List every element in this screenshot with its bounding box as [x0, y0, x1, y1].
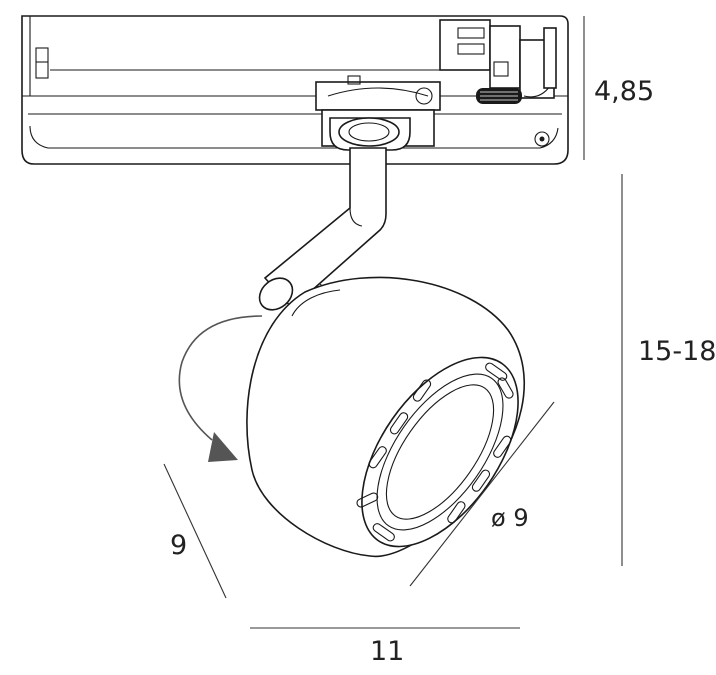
dimension-label-adapter-height: 4,85 — [594, 76, 655, 107]
dimension-lines — [163, 16, 623, 629]
dimension-label-total-height: 15-18 — [638, 336, 716, 367]
rotation-arrow — [178, 315, 263, 462]
dimension-label-diameter: ø 9 — [491, 504, 529, 532]
spotlight-head — [246, 276, 526, 558]
dimension-label-width: 11 — [370, 636, 405, 667]
track-adapter — [21, 15, 569, 165]
mount-arm — [258, 117, 411, 311]
dimension-label-depth: 9 — [170, 530, 188, 561]
dim-line-diameter — [409, 401, 555, 587]
dim-line-depth — [163, 463, 227, 599]
